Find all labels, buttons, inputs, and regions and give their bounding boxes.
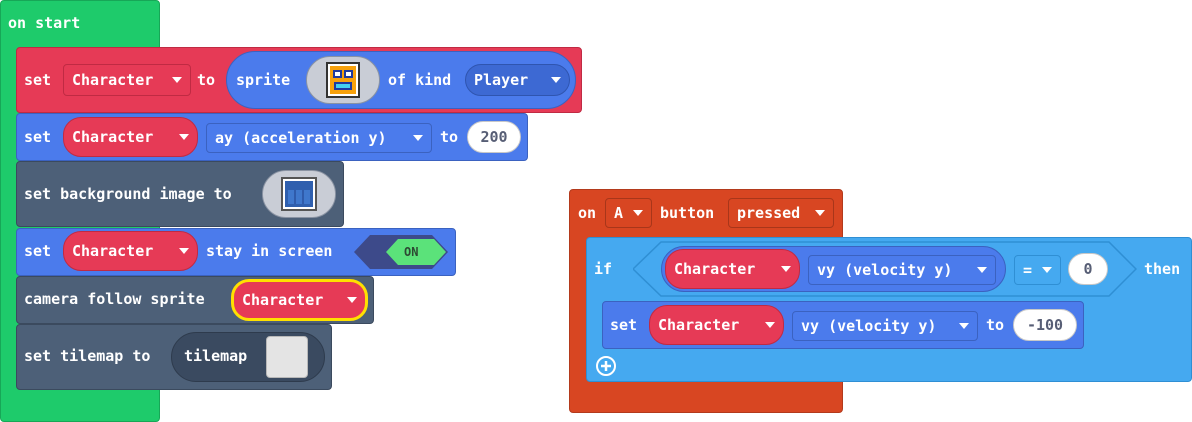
chevron-down-icon [347,297,357,303]
of-kind-keyword: of kind [388,71,452,89]
sprite-keyword: sprite [236,71,291,89]
button-name: A [614,204,624,222]
property-name: vy (velocity y) [817,261,953,279]
variable-reporter-character-selected[interactable]: Character [231,279,368,321]
toggle-label: ON [404,245,419,259]
on-start-label: on start [8,14,81,32]
variable-reporter-character[interactable]: Character [649,305,784,345]
chevron-down-icon [781,266,791,272]
variable-name: Character [674,260,756,278]
variable-name: Character [658,316,740,334]
number-input-minus-100[interactable]: -100 [1013,309,1077,341]
property-dropdown[interactable]: vy (velocity y) [792,311,978,341]
number-input-0[interactable]: 0 [1068,253,1108,285]
sprite-face-icon [326,62,360,98]
camera-follow-label: camera follow sprite [24,290,205,308]
number-input-200[interactable]: 200 [467,121,521,153]
chevron-down-icon [633,210,643,216]
property-name: vy (velocity y) [801,317,937,335]
on-keyword: on [578,204,597,222]
kind-name: Player [474,71,529,89]
chevron-down-icon [551,77,561,83]
event-name: pressed [737,204,801,222]
stay-in-screen-label: stay in screen [206,242,333,260]
variable-dropdown-character[interactable]: Character [63,64,191,96]
chevron-down-icon [765,322,775,328]
set-keyword: set [610,316,638,334]
event-dropdown[interactable]: pressed [728,198,834,228]
property-dropdown[interactable]: vy (velocity y) [808,255,996,285]
to-keyword: to [986,316,1005,334]
tilemap-picker[interactable] [266,336,308,378]
chevron-down-icon [959,323,969,329]
variable-name: Character [242,291,324,309]
kind-dropdown[interactable]: Player [465,64,570,96]
chevron-down-icon [179,248,189,254]
variable-reporter-character[interactable]: Character [63,117,198,157]
set-keyword: set [24,71,52,89]
variable-name: Character [72,242,154,260]
chevron-down-icon [413,135,423,141]
plus-icon[interactable] [595,355,617,377]
variable-reporter-character[interactable]: Character [63,231,198,271]
set-tilemap-label: set tilemap to [24,347,151,365]
chevron-down-icon [179,134,189,140]
button-keyword: button [660,204,715,222]
variable-name: Character [72,71,154,89]
chevron-down-icon [172,77,182,83]
property-name: ay (acceleration y) [215,129,387,147]
to-keyword: to [440,128,459,146]
set-keyword: set [24,128,52,146]
property-dropdown[interactable]: ay (acceleration y) [206,123,432,153]
toggle-switch[interactable]: ON [354,235,448,269]
tilemap-keyword: tilemap [184,347,248,365]
then-keyword: then [1144,260,1181,278]
operator-symbol: = [1023,261,1033,279]
chevron-down-icon [815,210,825,216]
button-dropdown[interactable]: A [605,198,652,228]
if-keyword: if [594,260,613,278]
set-background-label: set background image to [24,185,232,203]
variable-name: Character [72,128,154,146]
background-image-icon [281,177,317,211]
set-keyword: set [24,242,52,260]
chevron-down-icon [1042,267,1052,273]
to-keyword: to [197,71,216,89]
chevron-down-icon [977,267,987,273]
operator-dropdown[interactable]: = [1014,255,1061,285]
variable-reporter-character[interactable]: Character [665,249,800,289]
